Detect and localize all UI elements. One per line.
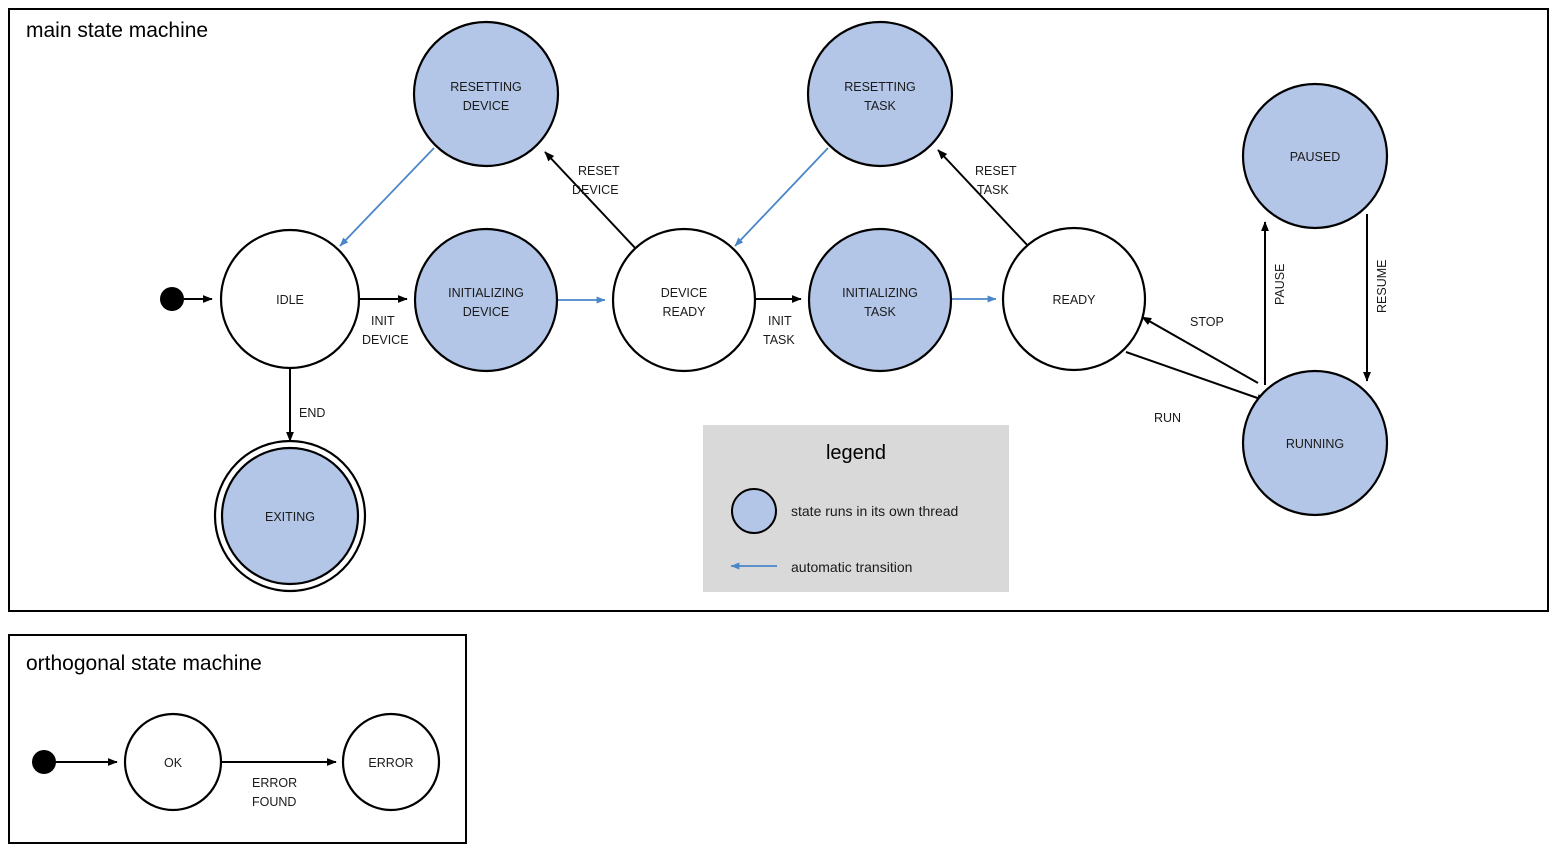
legend-item-thread-label: state runs in its own thread xyxy=(791,503,958,519)
state-initializing-task[interactable]: INITIALIZING TASK xyxy=(807,227,953,373)
label-run: RUN xyxy=(1154,411,1181,425)
label-reset-device-line1: RESET xyxy=(578,164,620,178)
transition-resetting-device-to-idle xyxy=(339,147,435,247)
transition-device-ready-to-resetting-device xyxy=(544,151,638,251)
label-init-device-line2: DEVICE xyxy=(362,333,409,347)
label-pause: PAUSE xyxy=(1273,264,1287,305)
state-resetting-device-label-line1: RESETTING xyxy=(450,80,522,94)
state-exiting-shape[interactable] xyxy=(220,446,360,586)
state-ready-label: READY xyxy=(1052,293,1096,307)
state-device-ready-label-line2: READY xyxy=(662,305,706,319)
state-resetting-task-shape[interactable] xyxy=(806,20,954,168)
state-device-ready-shape[interactable] xyxy=(611,227,757,373)
state-initializing-task-shape[interactable] xyxy=(807,227,953,373)
state-exiting-label: EXITING xyxy=(265,510,315,524)
state-error-label: ERROR xyxy=(368,756,413,770)
state-initializing-device-label-line1: INITIALIZING xyxy=(448,286,524,300)
orthogonal-state-machine-frame: orthogonal state machine OK ERROR ERROR … xyxy=(8,634,467,844)
state-ok[interactable]: OK xyxy=(123,712,223,812)
label-stop: STOP xyxy=(1190,315,1224,329)
label-error-found-line1: ERROR xyxy=(252,776,297,790)
label-end: END xyxy=(299,406,325,420)
transition-ready-to-resetting-task xyxy=(937,149,1031,249)
state-device-ready-label-line1: DEVICE xyxy=(661,286,708,300)
state-idle-shape[interactable] xyxy=(219,228,361,370)
label-reset-task-line1: RESET xyxy=(975,164,1017,178)
legend-thread-circle-icon xyxy=(731,488,777,534)
label-error-found-line2: FOUND xyxy=(252,795,296,809)
state-paused[interactable]: PAUSED xyxy=(1241,82,1389,230)
label-init-task-line1: INIT xyxy=(768,314,792,328)
state-initializing-device[interactable]: INITIALIZING DEVICE xyxy=(413,227,559,373)
label-resume: RESUME xyxy=(1375,260,1389,313)
state-running-label: RUNNING xyxy=(1286,437,1344,451)
orthogonal-start-dot-icon xyxy=(32,750,56,774)
state-resetting-device[interactable]: RESETTING DEVICE xyxy=(412,20,560,168)
state-initializing-task-label-line1: INITIALIZING xyxy=(842,286,918,300)
legend-title: legend xyxy=(826,442,886,464)
state-resetting-task[interactable]: RESETTING TASK xyxy=(806,20,954,168)
state-running[interactable]: RUNNING xyxy=(1241,369,1389,517)
state-idle-label: IDLE xyxy=(276,293,304,307)
orthogonal-frame-title: orthogonal state machine xyxy=(26,652,262,675)
legend-item-auto-label: automatic transition xyxy=(791,559,912,575)
state-resetting-device-shape[interactable] xyxy=(412,20,560,168)
state-paused-shape[interactable] xyxy=(1241,82,1389,230)
state-ready-shape[interactable] xyxy=(1001,226,1147,372)
state-ok-label: OK xyxy=(164,756,183,770)
main-transition-labels: INIT DEVICE RESET DEVICE INIT TASK RESET… xyxy=(299,164,1389,425)
legend: legend state runs in its own thread auto… xyxy=(703,425,1009,592)
main-initial-state xyxy=(160,287,213,311)
transition-resetting-task-to-device-ready xyxy=(734,147,829,247)
main-frame-title: main state machine xyxy=(26,19,208,42)
state-initializing-device-shape[interactable] xyxy=(413,227,559,373)
state-resetting-device-label-line2: DEVICE xyxy=(463,99,510,113)
state-initializing-device-label-line2: DEVICE xyxy=(463,305,510,319)
main-states: IDLE RESETTING DEVICE INITIALIZING DEVIC… xyxy=(213,20,1389,593)
label-reset-device-line2: DEVICE xyxy=(572,183,619,197)
state-exiting[interactable]: EXITING xyxy=(213,439,367,593)
state-idle[interactable]: IDLE xyxy=(219,228,361,370)
state-initializing-task-label-line2: TASK xyxy=(864,305,896,319)
label-init-device-line1: INIT xyxy=(371,314,395,328)
label-reset-task-line2: TASK xyxy=(977,183,1009,197)
state-resetting-task-label-line2: TASK xyxy=(864,99,896,113)
state-device-ready[interactable]: DEVICE READY xyxy=(611,227,757,373)
transition-running-to-ready xyxy=(1141,316,1259,384)
main-transitions xyxy=(286,147,1371,442)
state-paused-label: PAUSED xyxy=(1290,150,1340,164)
label-init-task-line2: TASK xyxy=(763,333,795,347)
state-running-shape[interactable] xyxy=(1241,369,1389,517)
transition-ready-to-running xyxy=(1125,351,1267,402)
state-ok-shape[interactable] xyxy=(123,712,223,812)
state-error-shape[interactable] xyxy=(341,712,441,812)
state-error[interactable]: ERROR xyxy=(341,712,441,812)
state-ready[interactable]: READY xyxy=(1001,226,1147,372)
start-dot-icon xyxy=(160,287,184,311)
state-resetting-task-label-line1: RESETTING xyxy=(844,80,916,94)
